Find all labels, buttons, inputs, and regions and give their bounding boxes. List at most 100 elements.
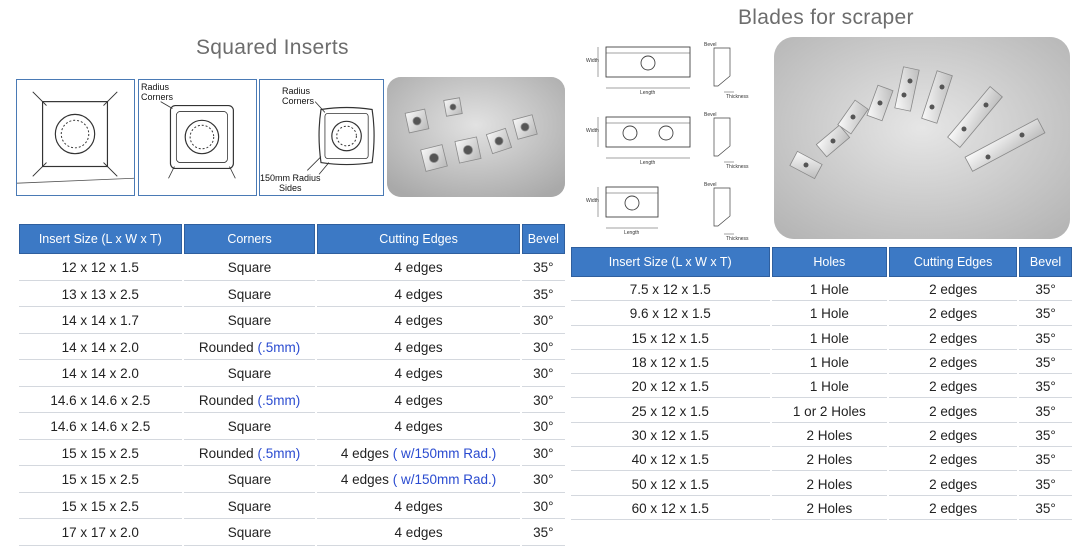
bevel-cell: 35° <box>521 521 565 546</box>
cutting-edges-cell: 4 edges <box>317 494 520 519</box>
insert-size-cell-value: 50 x 12 x 1.5 <box>631 476 709 492</box>
bevel-cell-value: 35° <box>1035 500 1056 516</box>
column-header: Cutting Edges <box>317 224 520 254</box>
bevel-cell-value: 35° <box>1035 355 1056 371</box>
bevel-cell: 30° <box>521 441 565 466</box>
holes-cell: 1 Hole <box>771 303 888 326</box>
holes-cell: 1 or 2 Holes <box>771 400 888 423</box>
holes-cell-value: 1 Hole <box>809 282 849 298</box>
insert-size-cell: 25 x 12 x 1.5 <box>571 400 770 423</box>
corners-cell: Square <box>183 362 316 387</box>
bevel-cell-value: 35° <box>1035 306 1056 322</box>
corners-cell: Rounded (.5mm) <box>183 388 316 413</box>
cutting-edges-cell-value: 4 edges <box>394 339 443 355</box>
cutting-edges-cell-value: 4 edges <box>394 313 443 329</box>
cutting-edges-cell-value: 4 edges <box>394 366 443 382</box>
holes-cell: 1 Hole <box>771 279 888 302</box>
table-row: 14 x 14 x 2.0 Square 4 edges 30° <box>19 362 565 387</box>
bevel-label: Bevel <box>704 42 717 48</box>
holes-cell-value: 1 Hole <box>809 306 849 322</box>
bevel-cell-value: 30° <box>533 339 554 355</box>
insert-size-cell: 50 x 12 x 1.5 <box>571 473 770 496</box>
blades-table: Insert Size (L x W x T) Holes Cutting Ed… <box>569 245 1074 522</box>
insert-size-cell: 14.6 x 14.6 x 2.5 <box>19 415 182 440</box>
holes-cell: 1 Hole <box>771 351 888 375</box>
corners-cell-note: (.5mm) <box>257 339 301 355</box>
cutting-edges-cell: 4 edges <box>317 309 520 334</box>
bevel-cell-value: 35° <box>1035 452 1056 468</box>
bevel-cell: 30° <box>521 494 565 519</box>
square-insert-diagram <box>16 79 135 196</box>
table-header-row: Insert Size (L x W x T) Corners Cutting … <box>19 224 565 254</box>
width-label: Width <box>586 58 599 64</box>
holes-cell-value: 2 Holes <box>806 427 853 443</box>
radius-sides-insert-diagram: Radius Corners 150mm Radius Sides <box>259 79 384 196</box>
corners-cell-value: Square <box>227 525 272 541</box>
blade-diagram-single-hole: Width Length Bevel Thickness <box>584 40 754 100</box>
cutting-edges-cell: 4 edges <box>317 521 520 546</box>
bevel-cell: 35° <box>521 256 565 281</box>
blade-diagram-short: Width Length Bevel Thickness <box>584 180 754 242</box>
bevel-cell: 30° <box>521 388 565 413</box>
insert-size-cell: 30 x 12 x 1.5 <box>571 424 770 448</box>
thickness-label-3: Thickness <box>726 236 749 242</box>
column-header: Insert Size (L x W x T) <box>571 247 770 277</box>
table-row: 14.6 x 14.6 x 2.5 Square 4 edges 30° <box>19 415 565 440</box>
column-header: Insert Size (L x W x T) <box>19 224 182 254</box>
bevel-cell-value: 35° <box>1035 427 1056 443</box>
corners-cell-value: Square <box>227 419 272 435</box>
insert-size-cell: 15 x 15 x 2.5 <box>19 441 182 466</box>
table-row: 14 x 14 x 1.7 Square 4 edges 30° <box>19 309 565 334</box>
bevel-cell: 30° <box>521 415 565 440</box>
corners-cell-note: (.5mm) <box>257 445 301 461</box>
squared-inserts-table: Insert Size (L x W x T) Corners Cutting … <box>17 222 567 548</box>
bevel-cell-value: 30° <box>533 498 554 514</box>
bevel-cell: 30° <box>521 362 565 387</box>
insert-size-cell-value: 14.6 x 14.6 x 2.5 <box>50 419 151 435</box>
column-header: Holes <box>771 247 888 277</box>
blades-photo <box>774 37 1070 239</box>
cutting-edges-cell: 2 edges <box>889 424 1018 448</box>
insert-size-cell: 14.6 x 14.6 x 2.5 <box>19 388 182 413</box>
holes-cell-value: 1 Hole <box>809 379 849 395</box>
insert-size-cell-value: 14 x 14 x 1.7 <box>61 313 139 329</box>
bevel-cell-value: 35° <box>1035 379 1056 395</box>
blades-heading: Blades for scraper <box>738 6 914 29</box>
bevel-cell-value: 35° <box>533 525 554 541</box>
cutting-edges-cell-value: 4 edges <box>394 260 443 276</box>
cutting-edges-cell: 2 edges <box>889 497 1018 520</box>
cutting-edges-cell-value: 4 edges <box>394 419 443 435</box>
cutting-edges-cell-value: 4 edges <box>340 472 389 488</box>
holes-cell: 1 Hole <box>771 376 888 399</box>
corners-cell: Square <box>183 282 316 307</box>
cutting-edges-cell-value: 4 edges <box>394 498 443 514</box>
radius-sides-label: 150mm Radius Sides <box>260 173 321 193</box>
insert-size-cell-value: 14 x 14 x 2.0 <box>61 366 139 382</box>
bevel-label-3: Bevel <box>704 182 717 188</box>
cutting-edges-cell: 2 edges <box>889 279 1018 302</box>
insert-size-cell: 14 x 14 x 1.7 <box>19 309 182 334</box>
corners-cell-value: Rounded <box>198 392 254 408</box>
corners-cell: Square <box>183 521 316 546</box>
holes-cell-value: 2 Holes <box>806 500 853 516</box>
insert-size-cell: 12 x 12 x 1.5 <box>19 256 182 281</box>
cutting-edges-cell-value: 4 edges <box>394 392 443 408</box>
holes-cell: 2 Holes <box>771 449 888 472</box>
blade-diagram-two-holes: Width Length Bevel Thickness <box>584 110 754 170</box>
cutting-edges-cell: 2 edges <box>889 473 1018 496</box>
bevel-cell: 30° <box>521 309 565 334</box>
insert-size-cell: 20 x 12 x 1.5 <box>571 376 770 399</box>
bevel-cell-value: 30° <box>533 472 554 488</box>
holes-cell-value: 2 Holes <box>806 476 853 492</box>
bevel-cell-value: 35° <box>533 260 554 276</box>
cutting-edges-cell: 2 edges <box>889 351 1018 375</box>
insert-size-cell-value: 15 x 15 x 2.5 <box>61 472 139 488</box>
holes-cell-value: 2 Holes <box>806 452 853 468</box>
corners-cell: Square <box>183 309 316 334</box>
holes-cell: 2 Holes <box>771 497 888 520</box>
column-header: Cutting Edges <box>889 247 1018 277</box>
bevel-cell: 35° <box>1019 303 1072 326</box>
